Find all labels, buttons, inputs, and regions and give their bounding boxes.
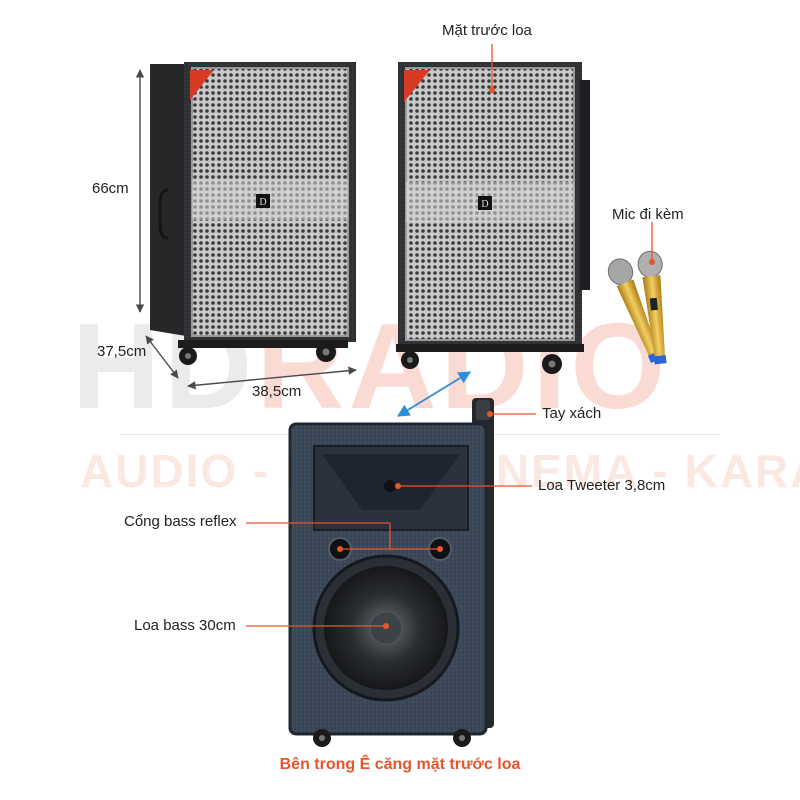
callout-mic-label: Mic đi kèm — [612, 206, 684, 223]
speaker-front-right: D — [396, 62, 590, 374]
svg-text:D: D — [259, 197, 266, 208]
speaker-inside — [288, 398, 494, 747]
microphone-pair — [607, 250, 667, 365]
dimension-width-label: 38,5cm — [252, 383, 302, 400]
callout-tweeter-label: Loa Tweeter 3,8cm — [538, 477, 666, 494]
callout-handle-label: Tay xách — [542, 405, 602, 422]
dimension-height-label: 66cm — [92, 180, 129, 197]
dimension-lines — [135, 69, 357, 390]
caption: Bên trong Ê căng mặt trước loa — [279, 756, 521, 773]
callout-front-label: Mặt trước loa — [442, 22, 532, 39]
speaker-front-left: D — [150, 62, 356, 365]
svg-text:D: D — [481, 199, 488, 210]
double-arrow-icon — [396, 371, 472, 417]
callout-woofer-label: Loa bass 30cm — [134, 617, 236, 634]
callout-bass-reflex-label: Cổng bass reflex — [124, 513, 237, 530]
dimension-depth-label: 37,5cm — [97, 343, 147, 360]
callout-leaders — [246, 44, 655, 629]
